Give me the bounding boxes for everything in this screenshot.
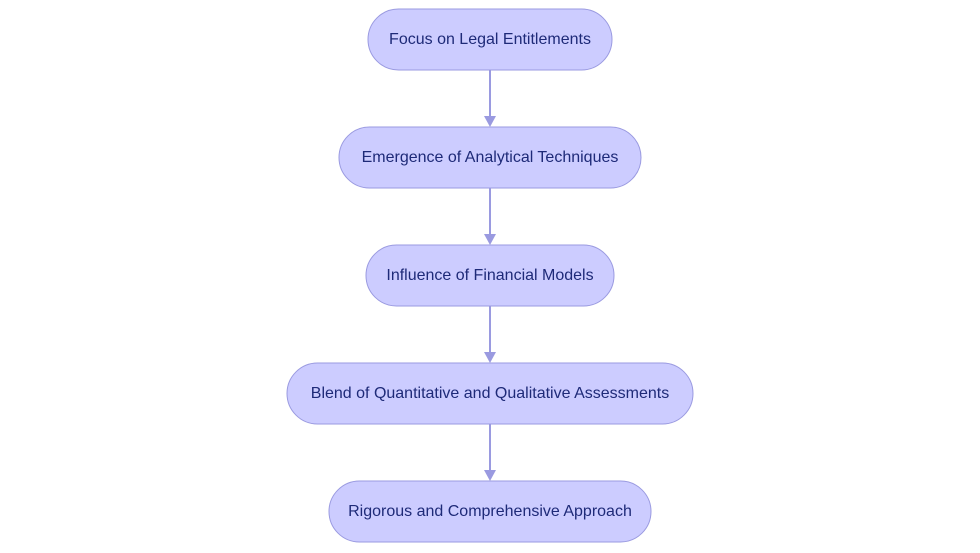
node-label: Emergence of Analytical Techniques: [362, 149, 619, 166]
arrowhead: [484, 352, 496, 363]
arrowhead: [484, 234, 496, 245]
flow-node: Emergence of Analytical Techniques: [338, 126, 642, 189]
node-label: Rigorous and Comprehensive Approach: [348, 503, 632, 520]
flowchart-edges: [484, 70, 496, 481]
node-label: Influence of Financial Models: [386, 267, 593, 284]
flow-node: Influence of Financial Models: [365, 244, 615, 307]
node-box: [286, 362, 694, 425]
node-label: Focus on Legal Entitlements: [389, 31, 591, 48]
flow-node: Rigorous and Comprehensive Approach: [328, 480, 652, 543]
flow-node: Focus on Legal Entitlements: [367, 8, 613, 71]
node-box: [338, 126, 642, 189]
node-box: [367, 8, 613, 71]
arrowhead: [484, 470, 496, 481]
node-box: [365, 244, 615, 307]
flow-node: Blend of Quantitative and Qualitative As…: [286, 362, 694, 425]
arrowhead: [484, 116, 496, 127]
node-box: [328, 480, 652, 543]
node-label: Blend of Quantitative and Qualitative As…: [311, 385, 669, 402]
